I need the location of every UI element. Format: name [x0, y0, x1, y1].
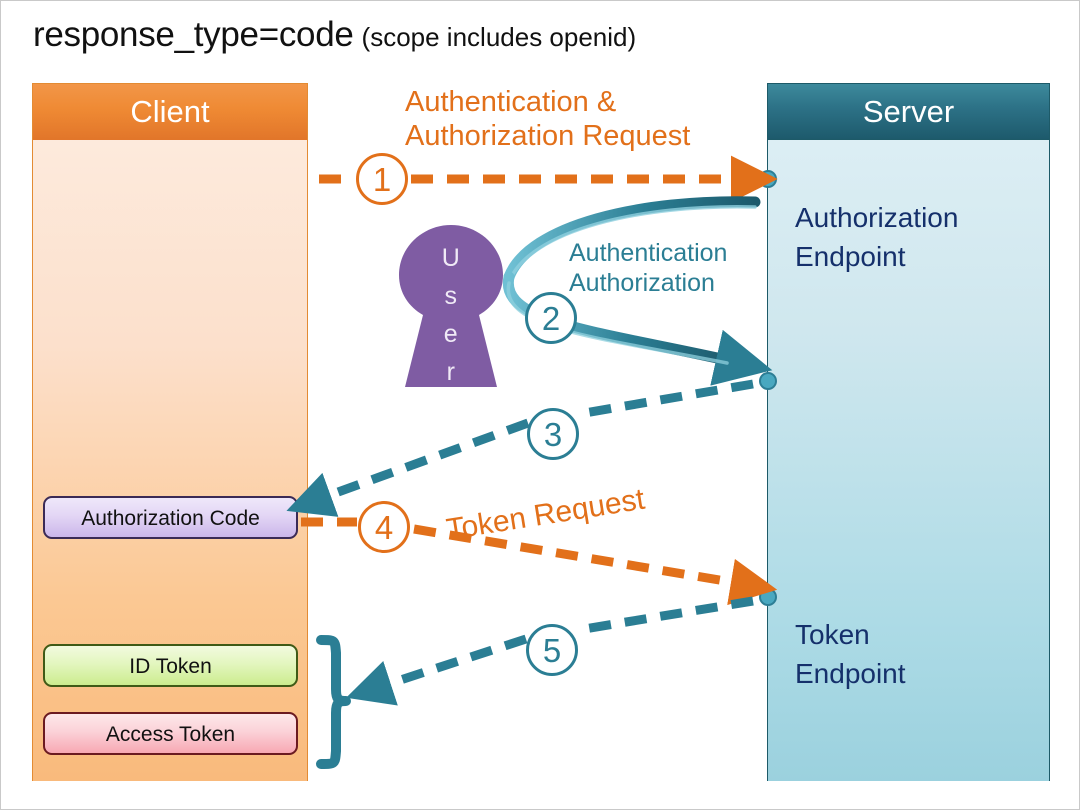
connector-dot-authorization-endpoint-2 [759, 372, 777, 390]
title-sub-text: (scope includes openid) [361, 22, 637, 52]
token-group-brace [316, 635, 351, 769]
server-box: Server Authorization Endpoint Token Endp… [767, 83, 1050, 781]
client-body: Authorization Code ID Token Access Token [33, 140, 307, 781]
authorization-endpoint-label: Authorization Endpoint [795, 199, 958, 276]
server-header: Server [768, 84, 1049, 140]
chip-authorization-code[interactable]: Authorization Code [43, 496, 298, 539]
page-title: response_type=code(scope includes openid… [33, 15, 636, 55]
chip-id-token[interactable]: ID Token [43, 644, 298, 687]
connector-dot-token-endpoint [759, 588, 777, 606]
chip-access-token[interactable]: Access Token [43, 712, 298, 755]
step-badge-5[interactable]: 5 [526, 624, 578, 676]
flow-label-1: Authentication & Authorization Request [405, 85, 690, 153]
user-letter-3: r [446, 358, 456, 386]
step-badge-1[interactable]: 1 [356, 153, 408, 205]
flow-label-4-line1: Token Request [444, 482, 647, 547]
token-endpoint-line2: Endpoint [795, 657, 906, 689]
flow-label-1-line2: Authorization Request [405, 120, 691, 153]
flow-label-4: Token Request [444, 482, 647, 548]
token-endpoint-line1: Token [795, 619, 870, 650]
step-badge-3[interactable]: 3 [527, 408, 579, 460]
user-keyhole-icon [399, 225, 503, 387]
server-body: Authorization Endpoint Token Endpoint [768, 140, 1049, 781]
authorization-endpoint-line1: Authorization [795, 202, 959, 233]
flow-label-2-line2: Authorization [569, 268, 715, 297]
title-main-text: response_type=code [33, 15, 354, 54]
user-letter-2: e [443, 320, 459, 348]
user-label: U s e r [393, 239, 509, 391]
user-figure: U s e r [393, 225, 509, 393]
flow-label-2: Authentication Authorization [569, 239, 727, 298]
authorization-endpoint-line2: Endpoint [795, 240, 906, 272]
connector-dot-authorization-endpoint [759, 170, 777, 188]
step-badge-2[interactable]: 2 [525, 292, 577, 344]
step-badge-4[interactable]: 4 [358, 501, 410, 553]
client-box: Client Authorization Code ID Token Acces… [32, 83, 308, 781]
client-header: Client [33, 84, 307, 140]
flow-label-2-line1: Authentication [569, 239, 728, 267]
token-endpoint-label: Token Endpoint [795, 616, 906, 693]
user-letter-0: U [441, 244, 461, 272]
flow-label-1-line1: Authentication & [405, 86, 617, 118]
user-letter-1: s [444, 282, 458, 310]
